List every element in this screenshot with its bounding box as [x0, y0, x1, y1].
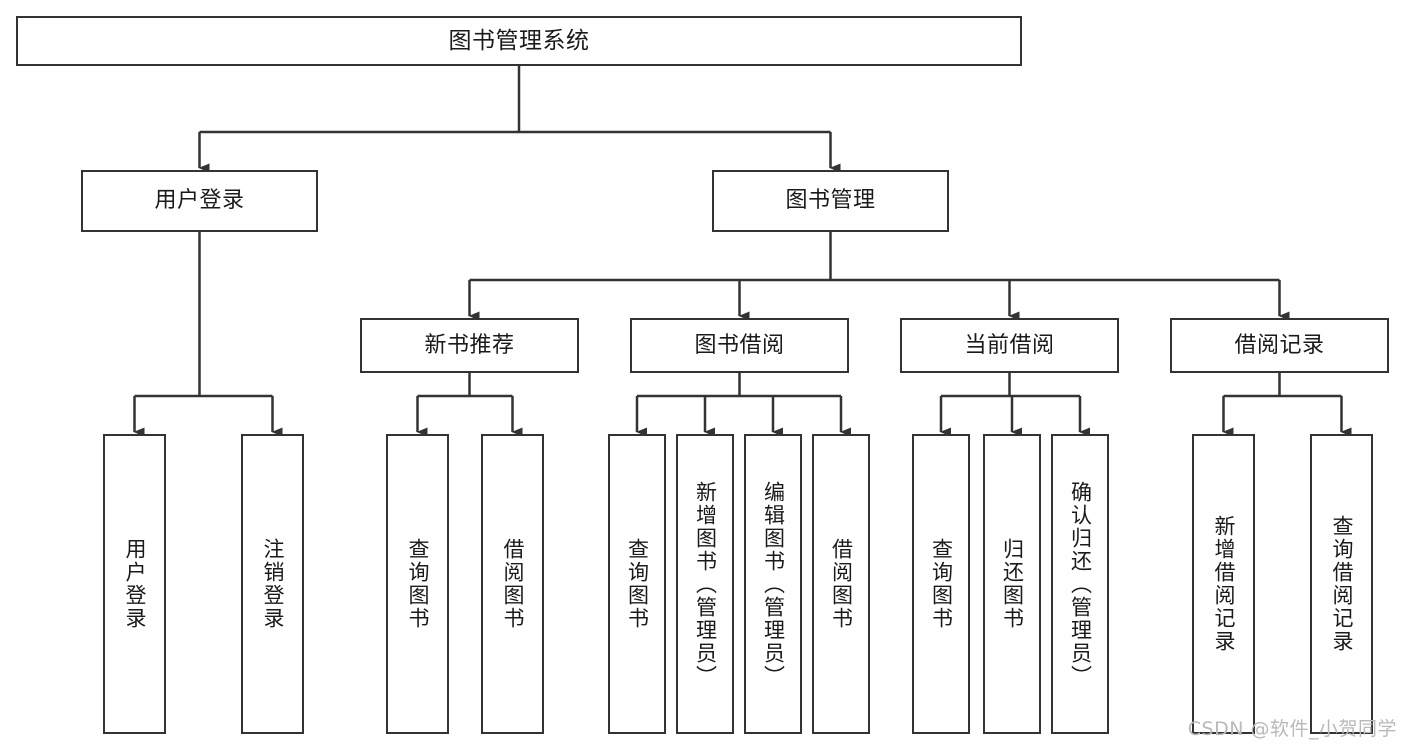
node-label: 新书推荐: [424, 332, 515, 358]
node-leaf-query-book-3[interactable]: 查询图书: [912, 434, 970, 734]
node-leaf-add-record[interactable]: 新增借阅记录: [1192, 434, 1255, 734]
node-current-borrow[interactable]: 当前借阅: [900, 318, 1119, 373]
node-label: 查询图书: [625, 538, 650, 630]
node-leaf-user-logout[interactable]: 注销登录: [241, 434, 304, 734]
node-label: 新增图书（管理员）: [693, 480, 718, 688]
node-borrow-record[interactable]: 借阅记录: [1170, 318, 1389, 373]
node-user-login[interactable]: 用户登录: [81, 170, 318, 232]
node-label: 借阅图书: [829, 538, 854, 630]
watermark: CSDN @软件_小贺同学: [1187, 718, 1397, 740]
node-label: 新增借阅记录: [1212, 515, 1236, 653]
node-book-borrow[interactable]: 图书借阅: [630, 318, 849, 373]
node-leaf-return-book[interactable]: 归还图书: [983, 434, 1041, 734]
node-label: 用户登录: [123, 538, 147, 630]
node-label: 图书管理系统: [448, 27, 590, 54]
node-leaf-user-login[interactable]: 用户登录: [103, 434, 166, 734]
node-label: 查询借阅记录: [1330, 515, 1354, 653]
node-new-book-rec[interactable]: 新书推荐: [360, 318, 579, 373]
node-root[interactable]: 图书管理系统: [16, 16, 1022, 66]
node-label: 查询图书: [406, 538, 430, 630]
node-label: 用户登录: [154, 188, 245, 214]
node-label: 归还图书: [1000, 538, 1025, 630]
node-leaf-add-book[interactable]: 新增图书（管理员）: [676, 434, 734, 734]
node-leaf-borrow-book-2[interactable]: 借阅图书: [812, 434, 870, 734]
node-label: 借阅图书: [501, 538, 525, 630]
node-leaf-query-book-1[interactable]: 查询图书: [386, 434, 449, 734]
node-label: 借阅记录: [1234, 332, 1325, 358]
node-label: 编辑图书（管理员）: [761, 480, 786, 688]
node-leaf-confirm-return[interactable]: 确认归还（管理员）: [1051, 434, 1109, 734]
node-label: 图书管理: [785, 188, 876, 214]
node-leaf-query-record[interactable]: 查询借阅记录: [1310, 434, 1373, 734]
node-label: 图书借阅: [694, 332, 785, 358]
node-label: 注销登录: [261, 538, 285, 630]
node-book-manage[interactable]: 图书管理: [712, 170, 949, 232]
node-label: 当前借阅: [964, 332, 1055, 358]
node-label: 确认归还（管理员）: [1068, 480, 1093, 688]
node-leaf-edit-book[interactable]: 编辑图书（管理员）: [744, 434, 802, 734]
node-label: 查询图书: [929, 538, 954, 630]
node-leaf-borrow-book-1[interactable]: 借阅图书: [481, 434, 544, 734]
node-leaf-query-book-2[interactable]: 查询图书: [608, 434, 666, 734]
